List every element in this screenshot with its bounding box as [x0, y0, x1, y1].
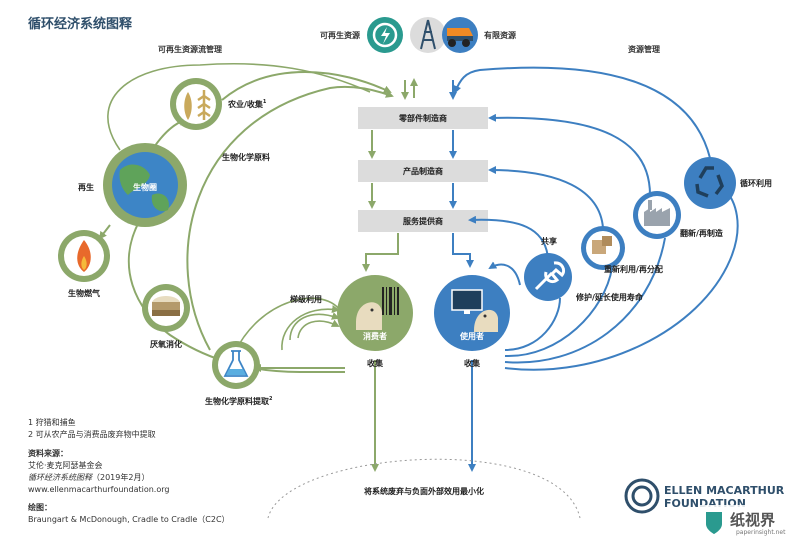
footnote-2: 2 可从农产品与消费品废弃物中提取	[28, 429, 156, 439]
drawing-heading: 绘图：	[28, 502, 52, 512]
renewable-label: 可再生资源	[320, 30, 360, 40]
service-provider-label: 服务提供商	[403, 216, 443, 226]
foundation-logo-icon	[624, 478, 660, 514]
anaerobic-label: 厌氧消化	[150, 339, 182, 349]
monitor-icon	[451, 289, 483, 314]
extraction-label: 生物化学原料提取2	[205, 396, 273, 406]
tech-loop-bottom-refurbish	[504, 237, 666, 364]
source-title: 循环经济系统图释（2019年2月）	[28, 472, 149, 482]
source-url: www.ellenmacarthurfoundation.org	[28, 485, 169, 494]
collection-right-label: 收集	[464, 358, 481, 368]
tech-loop-share	[488, 261, 521, 286]
footnote-1: 1 狩猎和捕鱼	[28, 417, 76, 427]
maintain-label: 修护/延长使用寿命	[575, 292, 644, 302]
recycle-label: 循环利用	[739, 178, 772, 188]
digester-icon	[152, 296, 180, 302]
watermark-shield-icon	[706, 512, 722, 534]
finite-label: 有限资源	[484, 30, 516, 40]
product-manufacturer-box: 产品制造商	[358, 160, 488, 182]
cascade-arc-2	[289, 312, 340, 341]
farming-node	[170, 78, 222, 130]
source-org: 艾伦·麦克阿瑟基金会	[28, 460, 103, 470]
arrow-service-user	[452, 233, 474, 268]
collection-left-label: 收集	[367, 358, 384, 368]
footnotes: 1 狩猎和捕鱼 2 可从农产品与消费品废弃物中提取 资料来源： 艾伦·麦克阿瑟基…	[28, 417, 230, 524]
parts-manufacturer-label: 零部件制造商	[398, 113, 447, 123]
user-head-icon	[474, 309, 498, 332]
parts-manufacturer-box: 零部件制造商	[358, 107, 488, 129]
barcode-icon	[382, 287, 399, 315]
reuse-node	[581, 226, 625, 270]
watermark: 纸视界 paperinsight.net	[700, 505, 797, 537]
cascade-arc-1	[234, 297, 341, 353]
watermark-text: 纸视界	[730, 511, 775, 529]
wrench-icon	[534, 261, 566, 291]
watermark-url: paperinsight.net	[736, 529, 786, 536]
minimise-leakage-label: 将系统废弃与负面外部效用最小化	[364, 486, 484, 496]
mining-truck-icon	[442, 17, 478, 53]
anaerobic-node	[142, 284, 190, 332]
share-node	[524, 253, 572, 301]
biosphere-node: 生物圈	[103, 143, 187, 227]
recycle-node	[684, 157, 736, 209]
extraction-node	[212, 341, 260, 389]
cascade-arc-3	[281, 305, 340, 351]
biogas-label: 生物燃气	[68, 288, 100, 298]
stock-management-label: 资源管理	[628, 44, 660, 54]
bio-loop-outer	[107, 62, 371, 151]
user-label: 使用者	[459, 331, 484, 341]
bio-loop-farming	[221, 71, 392, 101]
drawing-credit: Braungart & McDonough, Cradle to Cradle（…	[28, 515, 230, 524]
farming-label: 农业/收集1	[227, 99, 267, 109]
service-provider-box: 服务提供商	[358, 210, 488, 232]
cascades-label: 梯级利用	[290, 294, 322, 304]
tech-loop-refurbish	[488, 113, 651, 196]
wheat-icon	[197, 90, 211, 120]
biochem-feedstock-label: 生物化学原料	[222, 152, 270, 162]
logo-line-1: ELLEN MACARTHUR	[664, 484, 785, 497]
consumer-label: 消费者	[363, 331, 387, 341]
consumer-node: 消费者	[337, 275, 413, 351]
tech-loop-bottom-maintain	[504, 297, 561, 351]
biogas-node	[58, 230, 110, 282]
user-node: 使用者	[434, 275, 510, 351]
cascade-arc-4	[297, 319, 340, 339]
tech-loop-bottom-outer	[504, 189, 739, 371]
arrow-service-consumer	[362, 233, 399, 272]
tech-loop-bottom-reuse	[504, 267, 613, 358]
oil-rig-icon	[410, 17, 446, 53]
renewable-energy-icon	[367, 17, 403, 53]
fish-icon	[184, 92, 192, 120]
consumer-head-icon	[356, 302, 382, 330]
diagram-title: 循环经济系统图释	[28, 16, 133, 32]
recycle-icon	[695, 166, 724, 198]
factory-icon	[644, 208, 670, 226]
biosphere-label: 生物圈	[133, 182, 157, 192]
source-heading: 资料来源：	[28, 448, 68, 458]
refurbish-label: 翻新/再制造	[680, 228, 723, 238]
tech-loop-outer	[453, 66, 711, 159]
arrow-to-biogas	[98, 224, 111, 240]
tech-loop-reuse	[488, 166, 604, 229]
regeneration-label: 再生	[78, 182, 94, 192]
flask-icon	[223, 350, 249, 377]
share-label: 共享	[541, 236, 557, 246]
refurbish-node	[633, 191, 681, 239]
reuse-label: 重新利用/再分配	[604, 264, 663, 274]
tech-loop-maintain	[468, 215, 549, 259]
product-manufacturer-label: 产品制造商	[403, 166, 443, 176]
renewable-flow-label: 可再生资源流管理	[158, 44, 222, 54]
